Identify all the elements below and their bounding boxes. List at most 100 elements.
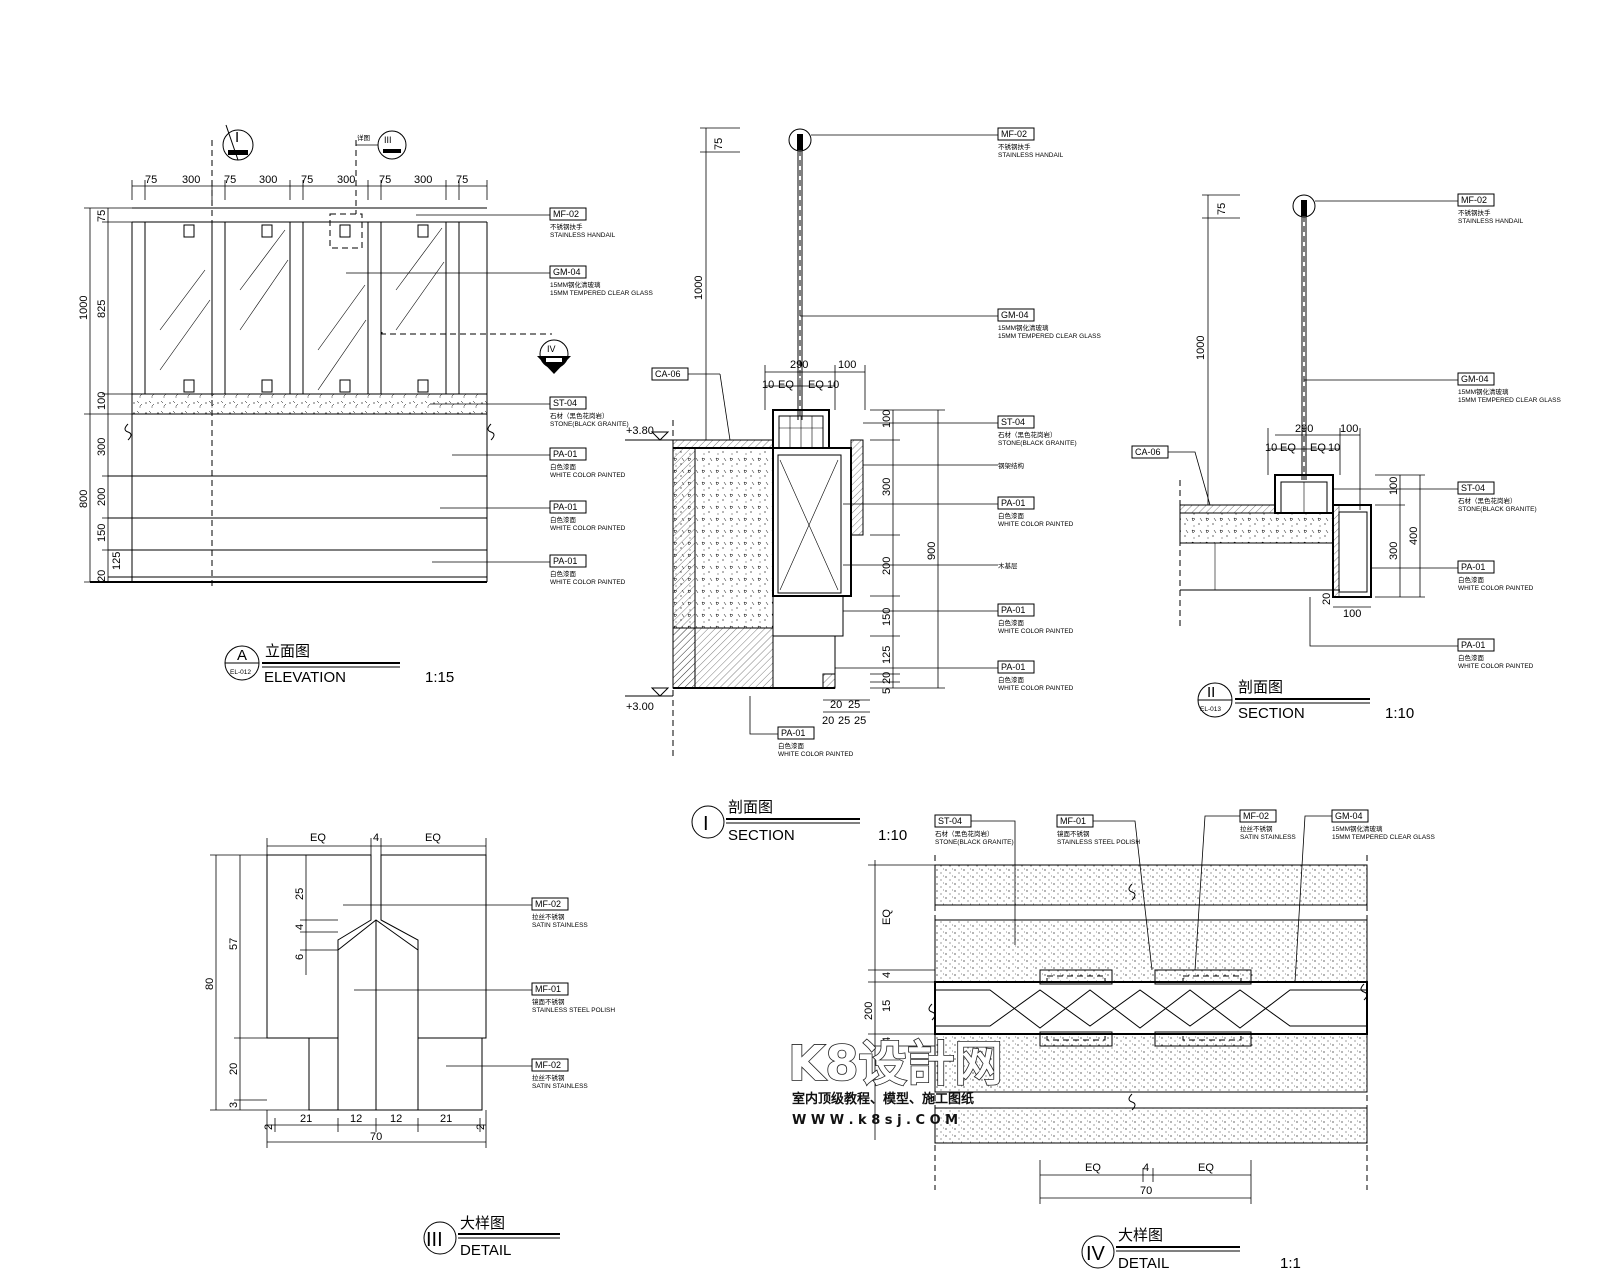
- svg-text:大样图: 大样图: [460, 1215, 505, 1232]
- dim: 100: [96, 392, 108, 410]
- svg-text:20: 20: [881, 672, 893, 684]
- svg-text:WHITE COLOR PAINTED: WHITE COLOR PAINTED: [550, 525, 626, 532]
- svg-text:石材（黑色花岗岩）: 石材（黑色花岗岩）: [1458, 496, 1517, 505]
- marker-label: III: [384, 135, 392, 145]
- detail-iii-callouts: MF-02 拉丝不锈钢 SATIN STAINLESS MF-01 镜面不锈钢 …: [343, 897, 615, 1090]
- dim: 75: [224, 174, 236, 186]
- svg-text:白色漆面: 白色漆面: [550, 462, 577, 471]
- svg-text:白色漆面: 白色漆面: [550, 515, 577, 524]
- svg-text:SECTION: SECTION: [728, 827, 795, 844]
- elevation-top-dimensions: 75 300 75 300 75 300 75 300 75: [145, 174, 468, 186]
- dim: 75: [456, 174, 468, 186]
- svg-text:21: 21: [440, 1113, 452, 1125]
- watermark-logo: K8设計网: [788, 1036, 1003, 1092]
- svg-text:75: 75: [713, 138, 725, 150]
- svg-text:WHITE COLOR PAINTED: WHITE COLOR PAINTED: [550, 579, 626, 586]
- svg-text:GM-04: GM-04: [1335, 811, 1363, 821]
- detail-iv-view: EQ 4 15 4 200 EQ 4 EQ 70 ST-04 石材（黑色花岗岩）…: [863, 809, 1435, 1272]
- elevation-callouts: MF-02 不锈钢扶手 STAINLESS HANDAIL GM-04 15MM…: [346, 207, 653, 586]
- svg-text:4: 4: [373, 832, 379, 844]
- svg-text:300: 300: [1388, 542, 1400, 560]
- svg-text:200: 200: [881, 557, 893, 575]
- svg-text:21: 21: [300, 1113, 312, 1125]
- svg-text:EQ: EQ: [1310, 442, 1326, 454]
- detail-iii-title: III 大样图 DETAIL: [423, 1215, 560, 1259]
- dim: 75: [96, 210, 108, 222]
- svg-text:STAINLESS HANDAIL: STAINLESS HANDAIL: [1458, 218, 1524, 225]
- detail-iii-view: EQ 4 EQ 80 57 20 3 25 4 6 2 21 12 12 21 …: [204, 832, 615, 1259]
- svg-text:100: 100: [1343, 608, 1361, 620]
- detail-iv-callouts: ST-04 石材（黑色花岗岩） STONE(BLACK GRANITE) MF-…: [934, 809, 1435, 983]
- svg-text:WHITE COLOR PAINTED: WHITE COLOR PAINTED: [1458, 585, 1534, 592]
- svg-text:STAINLESS STEEL POLISH: STAINLESS STEEL POLISH: [532, 1007, 615, 1014]
- svg-text:大样图: 大样图: [1118, 1227, 1163, 1244]
- svg-text:SATIN STAINLESS: SATIN STAINLESS: [532, 922, 588, 929]
- dim: 75: [145, 174, 157, 186]
- svg-text:STAINLESS HANDAIL: STAINLESS HANDAIL: [998, 152, 1064, 159]
- svg-text:70: 70: [1140, 1185, 1152, 1197]
- svg-text:石材（黑色花岗岩）: 石材（黑色花岗岩）: [550, 411, 609, 420]
- svg-text:PA-01: PA-01: [1461, 562, 1485, 572]
- svg-text:SATIN STAINLESS: SATIN STAINLESS: [1240, 834, 1296, 841]
- svg-text:100: 100: [1388, 477, 1400, 495]
- svg-text:白色漆面: 白色漆面: [998, 675, 1025, 684]
- svg-text:125: 125: [881, 646, 893, 664]
- svg-text:WHITE COLOR PAINTED: WHITE COLOR PAINTED: [998, 685, 1074, 692]
- svg-text:PA-01: PA-01: [781, 728, 805, 738]
- dim: 125: [111, 552, 123, 570]
- svg-text:WHITE COLOR PAINTED: WHITE COLOR PAINTED: [998, 628, 1074, 635]
- svg-text:白色漆面: 白色漆面: [778, 741, 805, 750]
- marker-label: IV: [547, 344, 556, 354]
- svg-text:镜面不锈钢: 镜面不锈钢: [532, 997, 565, 1006]
- svg-text:10: 10: [762, 379, 774, 391]
- svg-text:20: 20: [822, 715, 834, 727]
- svg-text:GM-04: GM-04: [1001, 310, 1029, 320]
- svg-text:+3.80: +3.80: [626, 425, 654, 437]
- svg-text:拉丝不锈钢: 拉丝不锈钢: [532, 1073, 565, 1082]
- svg-text:12: 12: [390, 1113, 402, 1125]
- svg-text:15MM TEMPERED CLEAR GLASS: 15MM TEMPERED CLEAR GLASS: [1332, 834, 1435, 841]
- svg-text:1:1: 1:1: [1280, 1255, 1301, 1272]
- svg-text:70: 70: [370, 1131, 382, 1143]
- dim: 150: [96, 524, 108, 542]
- section-ii-callouts: MF-02 不锈钢扶手 STAINLESS HANDAIL GM-04 15MM…: [1131, 193, 1561, 670]
- dim: 75: [301, 174, 313, 186]
- svg-text:10: 10: [827, 379, 839, 391]
- svg-text:拉丝不锈钢: 拉丝不锈钢: [532, 912, 565, 921]
- svg-text:4: 4: [881, 1037, 893, 1043]
- svg-text:PA-01: PA-01: [553, 449, 577, 459]
- svg-text:EL-012: EL-012: [230, 669, 251, 676]
- svg-text:EL-013: EL-013: [1200, 706, 1221, 713]
- dim-800: 800: [78, 490, 90, 508]
- dim: 75: [379, 174, 391, 186]
- svg-text:PA-01: PA-01: [1001, 498, 1025, 508]
- svg-text:PA-01: PA-01: [553, 502, 577, 512]
- marker-note: 详图: [357, 133, 370, 142]
- svg-text:PA-01: PA-01: [553, 556, 577, 566]
- svg-text:EQ: EQ: [310, 832, 326, 844]
- svg-text:300: 300: [881, 478, 893, 496]
- svg-text:DETAIL: DETAIL: [460, 1242, 511, 1259]
- watermark: K8设計网 室内顶级教程、模型、施工图纸 W W W . k 8 s j . C…: [787, 1035, 1003, 1128]
- section-marker-iii: III 详图: [356, 130, 407, 160]
- svg-text:15MM钢化清玻璃: 15MM钢化清玻璃: [1458, 387, 1509, 396]
- svg-text:20: 20: [830, 699, 842, 711]
- svg-text:15MM钢化清玻璃: 15MM钢化清玻璃: [1332, 824, 1383, 833]
- svg-text:15MM TEMPERED CLEAR GLASS: 15MM TEMPERED CLEAR GLASS: [998, 333, 1101, 340]
- svg-text:白色漆面: 白色漆面: [550, 569, 577, 578]
- svg-text:WHITE COLOR PAINTED: WHITE COLOR PAINTED: [778, 751, 854, 758]
- svg-text:STONE(BLACK GRANITE): STONE(BLACK GRANITE): [550, 421, 629, 428]
- svg-text:WHITE COLOR PAINTED: WHITE COLOR PAINTED: [998, 521, 1074, 528]
- section-i-title: I 剖面图 SECTION 1:10: [691, 799, 907, 844]
- svg-text:CA-06: CA-06: [655, 369, 681, 379]
- svg-text:12: 12: [350, 1113, 362, 1125]
- svg-text:15MM TEMPERED CLEAR GLASS: 15MM TEMPERED CLEAR GLASS: [1458, 397, 1561, 404]
- svg-text:10: 10: [1328, 442, 1340, 454]
- svg-text:100: 100: [838, 359, 856, 371]
- svg-text:白色漆面: 白色漆面: [998, 511, 1025, 520]
- svg-text:IV: IV: [1086, 1243, 1106, 1265]
- svg-text:EQ: EQ: [1198, 1162, 1214, 1174]
- svg-text:900: 900: [926, 542, 938, 560]
- svg-text:15MM钢化清玻璃: 15MM钢化清玻璃: [550, 280, 601, 289]
